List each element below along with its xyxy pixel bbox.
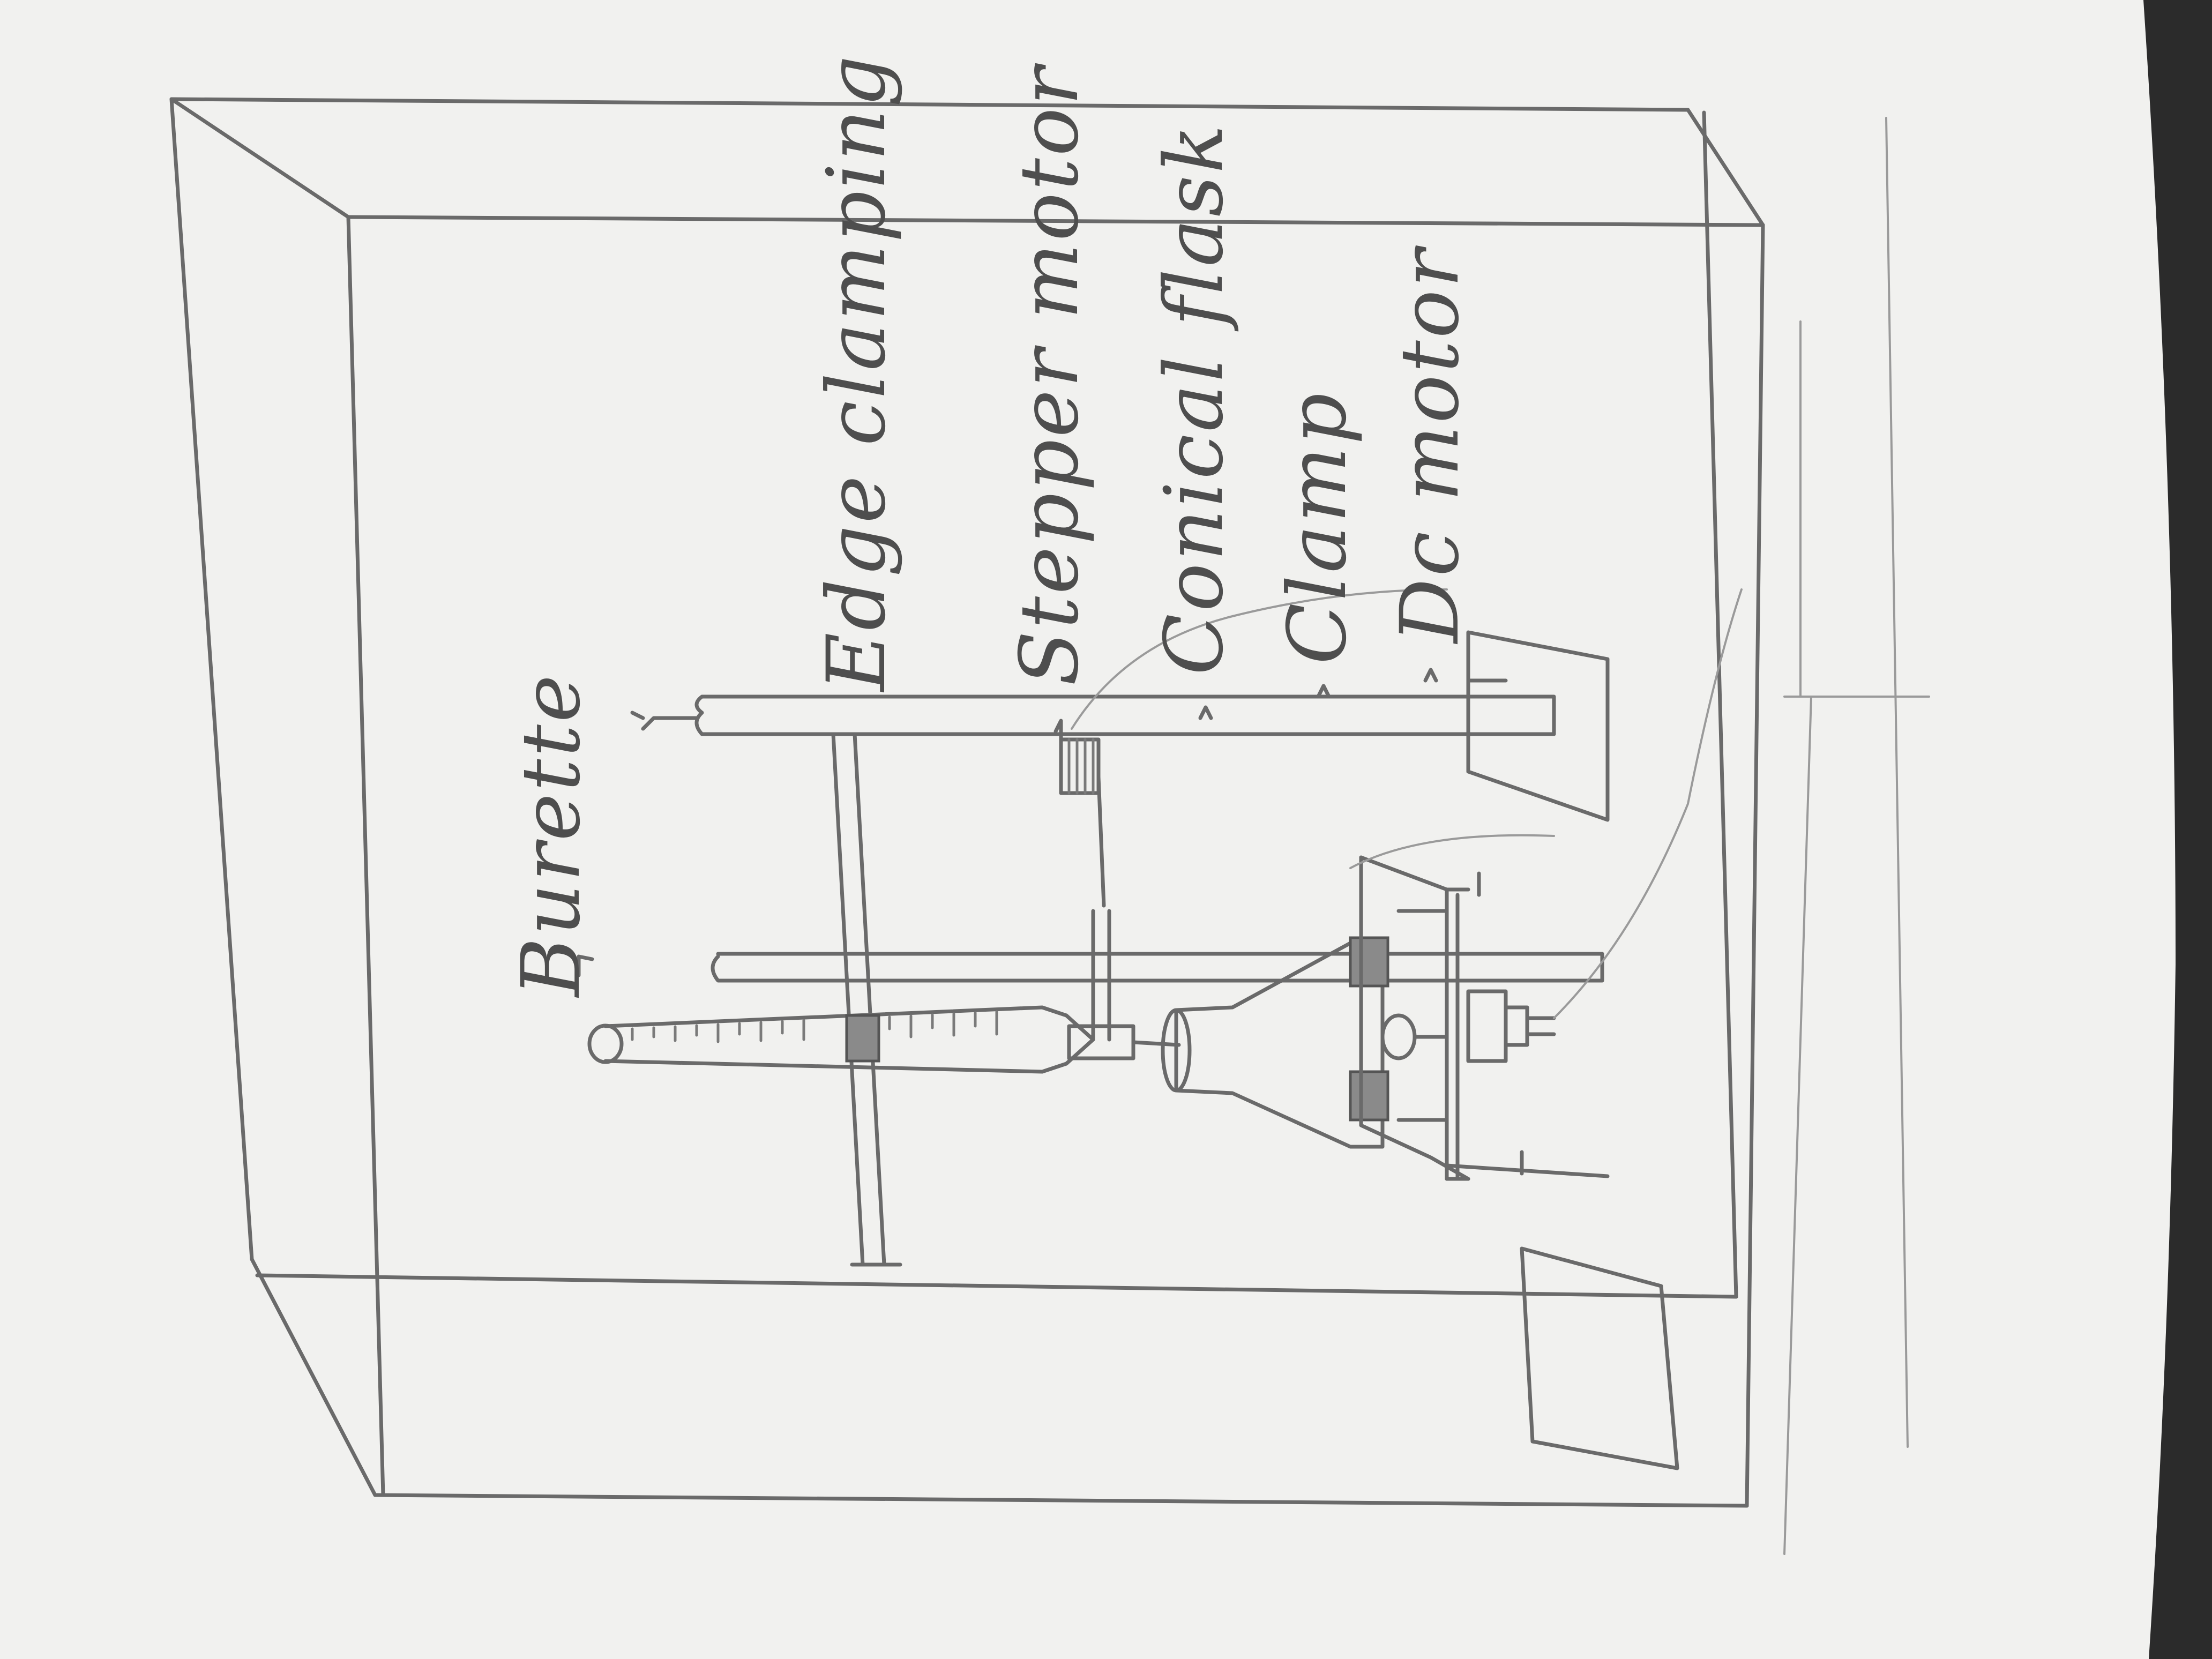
label-burette: Burette (505, 672, 598, 998)
label-dc-motor: Dc motor (1384, 245, 1477, 645)
label-edge-clamping: Edge clamping (810, 54, 903, 693)
label-stepper-motor: Stepper motor (1003, 63, 1096, 686)
label-clamp: Clamp (1271, 391, 1364, 664)
label-conical-flask: Conical flask (1148, 122, 1241, 675)
